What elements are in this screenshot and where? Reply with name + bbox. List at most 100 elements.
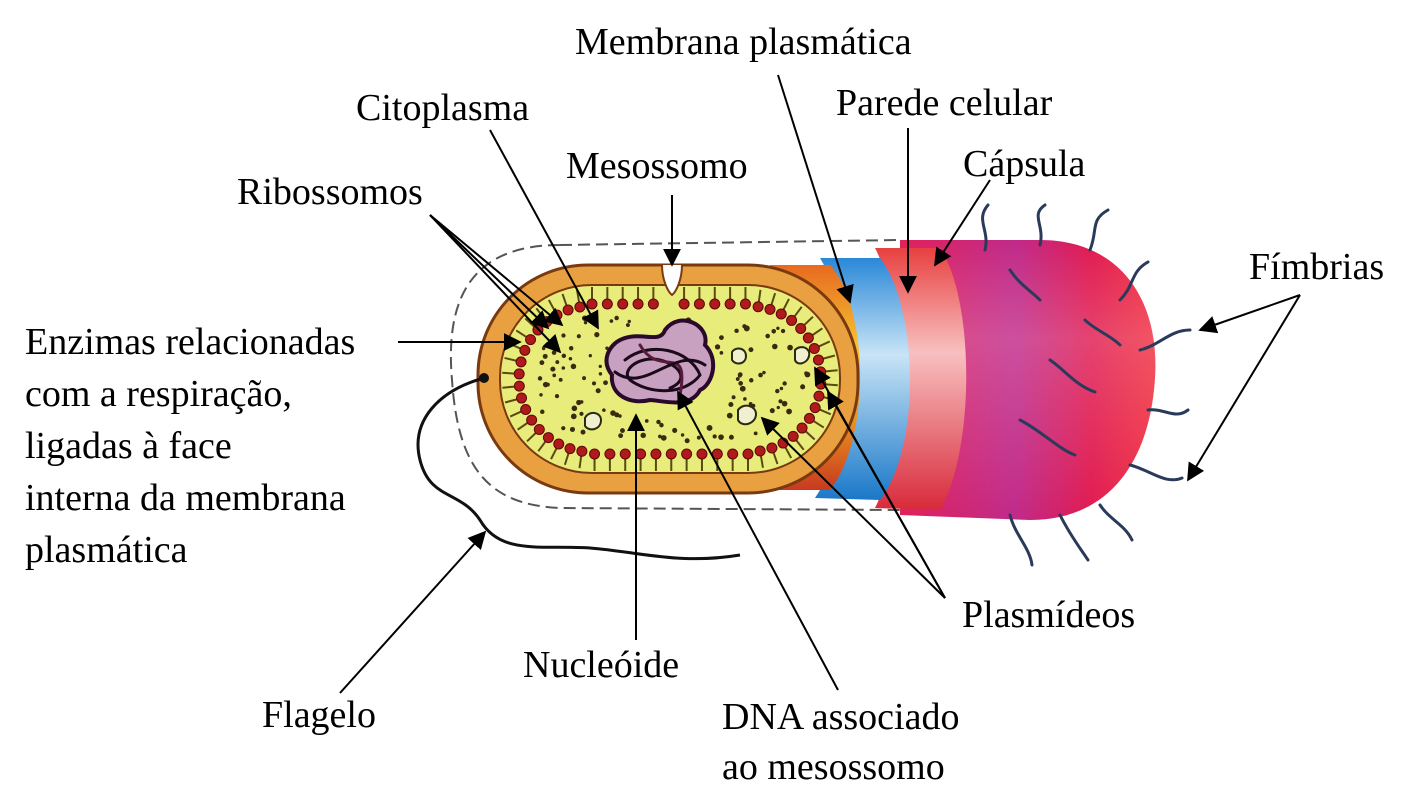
granule	[571, 405, 578, 412]
granule	[568, 356, 573, 361]
granule	[625, 323, 630, 327]
ribosome	[775, 308, 787, 320]
ribosome	[533, 424, 545, 436]
granule	[728, 434, 734, 440]
enzyme-tick	[784, 446, 793, 459]
granule	[595, 388, 601, 394]
enzyme-tick	[563, 453, 570, 466]
granule	[656, 419, 661, 425]
granule	[658, 434, 662, 439]
granule	[582, 315, 588, 322]
granule	[762, 370, 766, 375]
cytoplasm-granules	[537, 315, 811, 444]
enzyme-tick	[818, 340, 831, 348]
enzyme-tick	[795, 439, 805, 451]
ribosome	[632, 298, 644, 310]
label-enzimas-line-4: interna da membrana	[25, 477, 346, 519]
granule	[743, 397, 747, 401]
ribosome	[766, 442, 778, 454]
granule	[771, 328, 777, 334]
enzyme-tick	[811, 327, 823, 336]
ribosome	[665, 448, 677, 460]
granule	[753, 431, 758, 436]
granule	[627, 319, 631, 324]
label-enzimas-line-5: plasmática	[25, 529, 188, 571]
granule	[555, 360, 560, 365]
granule	[539, 360, 545, 366]
enzyme-tick	[509, 410, 522, 418]
enzyme-tick	[819, 408, 832, 416]
granule	[561, 366, 566, 370]
enzyme-tick	[759, 455, 764, 468]
granule	[800, 384, 806, 390]
granule	[728, 401, 734, 408]
granule	[576, 334, 581, 339]
granule	[769, 408, 775, 414]
granule	[680, 433, 685, 437]
ribosome	[808, 343, 820, 355]
ribosome	[650, 448, 662, 460]
enzyme-tick	[578, 456, 583, 469]
ribosome	[786, 314, 798, 326]
label-ribossomos: Ribossomos	[237, 171, 423, 213]
ribosome	[764, 303, 776, 315]
enzyme-tick	[550, 447, 558, 460]
granule	[561, 353, 567, 359]
granule	[540, 409, 545, 415]
enzyme-tick	[526, 432, 537, 443]
enzyme-tick	[502, 385, 515, 389]
ribosome	[696, 448, 708, 460]
granule	[620, 428, 625, 433]
granule	[775, 388, 780, 394]
enzyme-tick	[782, 298, 790, 311]
granule	[602, 408, 606, 412]
fimbriae	[981, 203, 1192, 567]
granule	[772, 343, 778, 350]
ribosome	[635, 448, 647, 460]
enzyme-tick	[825, 383, 838, 387]
label-enzimas-line-1: Enzimas relacionadas	[25, 321, 356, 363]
granule	[765, 333, 770, 339]
granule	[579, 411, 584, 416]
label-dna-mesossomo: DNA associado ao mesossomo	[722, 692, 959, 792]
granule	[591, 381, 597, 386]
granule	[737, 373, 742, 378]
ribosome	[678, 298, 690, 310]
granule	[734, 328, 739, 334]
granule	[644, 419, 649, 423]
granule	[570, 363, 577, 370]
ribosome	[693, 298, 705, 310]
granule	[696, 435, 701, 440]
granule	[714, 344, 721, 350]
ribosome	[526, 414, 538, 426]
ribosome	[604, 448, 616, 460]
leader-lines	[339, 74, 1301, 694]
granule	[738, 381, 743, 386]
granule	[598, 364, 602, 369]
membrane-enzymes	[502, 287, 838, 471]
ribosome	[647, 298, 659, 310]
granule	[718, 434, 724, 440]
granule	[576, 399, 582, 406]
ribosome	[513, 380, 525, 392]
granule	[739, 385, 746, 392]
granule	[537, 376, 543, 381]
granule	[582, 376, 586, 381]
label-fimbrias: Fímbrias	[1249, 246, 1385, 288]
ribosome	[574, 301, 586, 313]
label-enzimas: Enzimas relacionadas com a respiração, l…	[25, 316, 355, 576]
ribosome	[576, 445, 588, 457]
label-mesossomo: Mesossomo	[566, 145, 748, 187]
label-parede-celular: Parede celular	[836, 82, 1053, 124]
granule	[782, 381, 787, 386]
ribosome	[513, 368, 525, 380]
granule	[610, 410, 616, 416]
granule	[558, 377, 563, 382]
granule	[804, 371, 811, 378]
ribosome	[803, 412, 815, 424]
enzyme-tick	[561, 293, 568, 306]
granule	[659, 422, 664, 428]
granule	[554, 394, 560, 399]
enzyme-tick	[805, 430, 816, 441]
